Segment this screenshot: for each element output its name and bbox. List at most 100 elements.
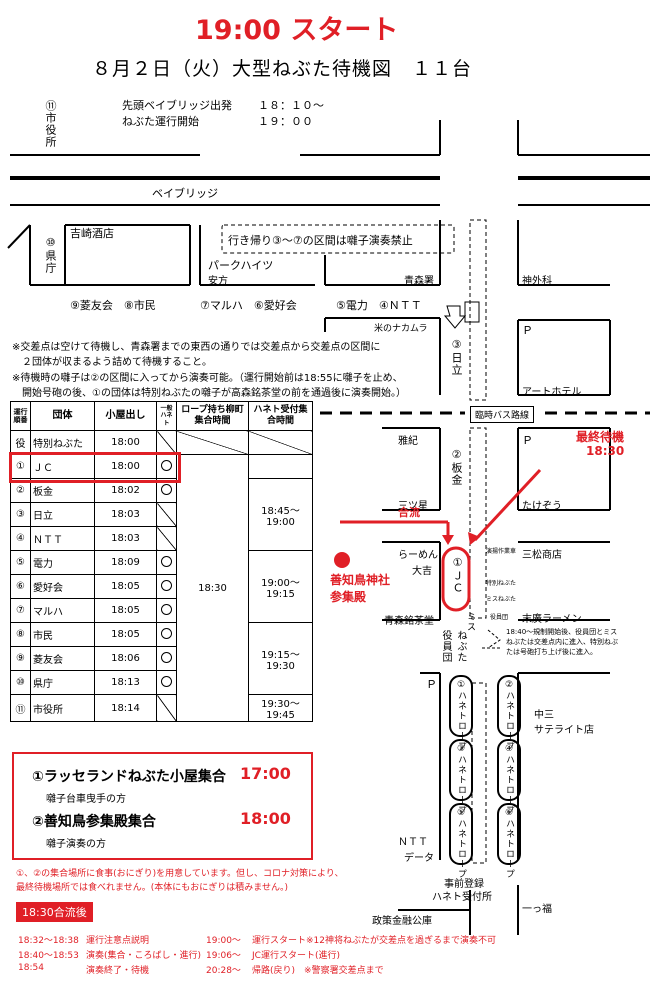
- haneto-time-4: 19:30～19:45: [248, 694, 313, 722]
- ramen-label: らーめん: [398, 550, 438, 561]
- hitotsufuku-label: 一っ福: [522, 904, 552, 915]
- jc-row-highlight: [9, 452, 181, 483]
- post-merge-text: 運行注意点説明: [86, 936, 150, 946]
- row-team: 日立: [30, 502, 95, 527]
- sanmatsu-label: 三松商店: [522, 550, 562, 561]
- haneto-time-2: 19:00～19:15: [248, 550, 313, 623]
- ring-mark: [161, 579, 172, 591]
- col-depart: 小屋出し: [94, 401, 157, 431]
- ring-mark: [161, 555, 172, 567]
- row-depart: 18:00: [94, 430, 157, 455]
- pre-reg1-label: 事前登録: [444, 879, 484, 890]
- masaki-label: 雅紀: [398, 436, 418, 447]
- yoshizaki-label: 吉崎酒店: [70, 227, 114, 240]
- col-general: 一般ハネト: [156, 401, 177, 431]
- gather-sub-1: 囃子台車曳手の方: [46, 794, 126, 805]
- ntt-data1-label: ＮＴＴ: [398, 837, 428, 848]
- shrine-label: 善知鳥神社参集殿: [330, 573, 391, 604]
- daikichi-label: 大吉: [412, 566, 432, 577]
- note-1840: 18:40～規制開始後、役員団とミスねぶたは交差点内に進入、特別ねぶたは号砲打ち…: [506, 628, 618, 656]
- row-team: ＮＴＴ: [30, 526, 95, 551]
- row-team: 愛好会: [30, 574, 95, 599]
- departure-time: １８：１０～: [258, 99, 324, 112]
- row-general: [156, 622, 177, 647]
- row-left-label: ⑨菱友会 ⑧市民: [70, 299, 156, 312]
- ring-mark: [161, 651, 172, 663]
- row-team: 菱友会: [30, 646, 95, 671]
- departure-label: 先頭ベイブリッジ出発: [122, 99, 232, 112]
- ring-mark: [161, 603, 172, 615]
- table-header: 運行順番 団体 小屋出し 一般ハネト ロープ持ち柳町集合時間 ハネト受付集合時間: [10, 401, 313, 431]
- row-depart: 18:09: [94, 550, 157, 575]
- post-merge-time: 18:54: [18, 963, 44, 973]
- rope5-label: ⑤ハネトロープ: [456, 808, 466, 879]
- row-depart: 18:05: [94, 598, 157, 623]
- post-merge-text: JC運行スタート(進行): [252, 951, 340, 961]
- row-order: ⑦: [10, 598, 31, 623]
- gather-time-1: 17:00: [240, 764, 291, 783]
- post-merge-time: 18:40～18:53: [18, 951, 79, 961]
- yakuin-vertical: 役員団: [440, 630, 451, 663]
- bus-lane-label: 臨時バス路線: [470, 406, 535, 423]
- ring-mark: [161, 627, 172, 639]
- return-banner: 行き帰り③～⑦の区間は囃子演奏禁止: [228, 234, 413, 247]
- row-general: [156, 598, 177, 623]
- page-subtitle: ８月２日（火）大型ねぶた待機図 １１台: [92, 58, 473, 80]
- p3-label: Ｐ: [426, 678, 437, 691]
- rope6-label: ⑥ハネトロープ: [504, 808, 514, 879]
- row-rope: [176, 430, 249, 455]
- post-merge-text: 演奏終了・待機: [86, 966, 150, 976]
- row-order: ⑪: [10, 694, 31, 722]
- row-right-label: ⑤電力 ④ＮＴＴ: [336, 299, 422, 312]
- row-general: [156, 646, 177, 671]
- post-merge-text: 運行スタート※12神将ねぶたが交差点を過ぎるまで演奏不可: [252, 936, 496, 946]
- mitsuboshi-label: 三ツ星: [398, 501, 428, 512]
- row-general: [156, 670, 177, 695]
- merge-label: 合流: [398, 506, 420, 519]
- row-depart: 18:05: [94, 574, 157, 599]
- food-note-2: 最終待機場所では食べれません。(本体にもおにぎりは積みません。): [16, 883, 288, 893]
- row-order: ⑨: [10, 646, 31, 671]
- rope2-label: ②ハネトロープ: [504, 680, 514, 751]
- p1-label: Ｐ: [522, 324, 533, 337]
- row-depart: 18:05: [94, 622, 157, 647]
- haneto-time-3: 19:15～19:30: [248, 622, 313, 695]
- row-team: 市民: [30, 622, 95, 647]
- row-order: ⑩: [10, 670, 31, 695]
- seiji-label: 政策金融公庫: [372, 916, 432, 927]
- row-general: [156, 502, 177, 527]
- info-line-3: ※待機時の囃子は②の区間に入ってから演奏可能。（運行開始前は18:55に囃子を止…: [12, 373, 403, 384]
- info-line-2: ２団体が収まるよう詰めて待機すること。: [12, 357, 212, 368]
- haneto-time-1: 18:45～19:00: [248, 478, 313, 551]
- takezou-label: たけぞう: [522, 501, 562, 512]
- art-hotel-label: アートホテル: [522, 387, 582, 398]
- row-order: ④: [10, 526, 31, 551]
- row-haneto: [248, 430, 313, 455]
- yakuinchi-label: 役員団: [490, 614, 509, 621]
- post-merge-time: 19:06～: [206, 951, 241, 961]
- col-order: 運行順番: [10, 401, 31, 431]
- miss-label: ミスねぶた: [486, 596, 517, 603]
- row-general: [156, 526, 177, 551]
- col-team: 団体: [30, 401, 95, 431]
- row-depart: 18:13: [94, 670, 157, 695]
- schedule-table: 運行順番 団体 小屋出し 一般ハネト ロープ持ち柳町集合時間 ハネト受付集合時間…: [10, 401, 313, 722]
- post-merge-text: 帰路(戻り) ※警察署交差点まで: [252, 966, 384, 976]
- rope-time: 18:30: [176, 454, 249, 722]
- rope1-label: ①ハネトロープ: [456, 680, 466, 751]
- row-team: マルハ: [30, 598, 95, 623]
- gather-item-2: ②善知鳥参集殿集合: [32, 814, 156, 830]
- nebuta-vertical: ねぶた: [455, 630, 466, 663]
- operation-label: ねぶた運行開始: [122, 115, 199, 128]
- row-team: 市役所: [30, 694, 95, 722]
- bay-bridge-label: ベイブリッジ: [152, 187, 218, 200]
- col-rope: ロープ持ち柳町集合時間: [176, 401, 249, 431]
- ring-mark: [161, 675, 172, 687]
- row-general: [156, 550, 177, 575]
- suehiro-label: 末廣ラーメン: [522, 614, 582, 625]
- row-depart: 18:14: [94, 694, 157, 722]
- meicha-label: 青森銘茶堂: [384, 616, 434, 627]
